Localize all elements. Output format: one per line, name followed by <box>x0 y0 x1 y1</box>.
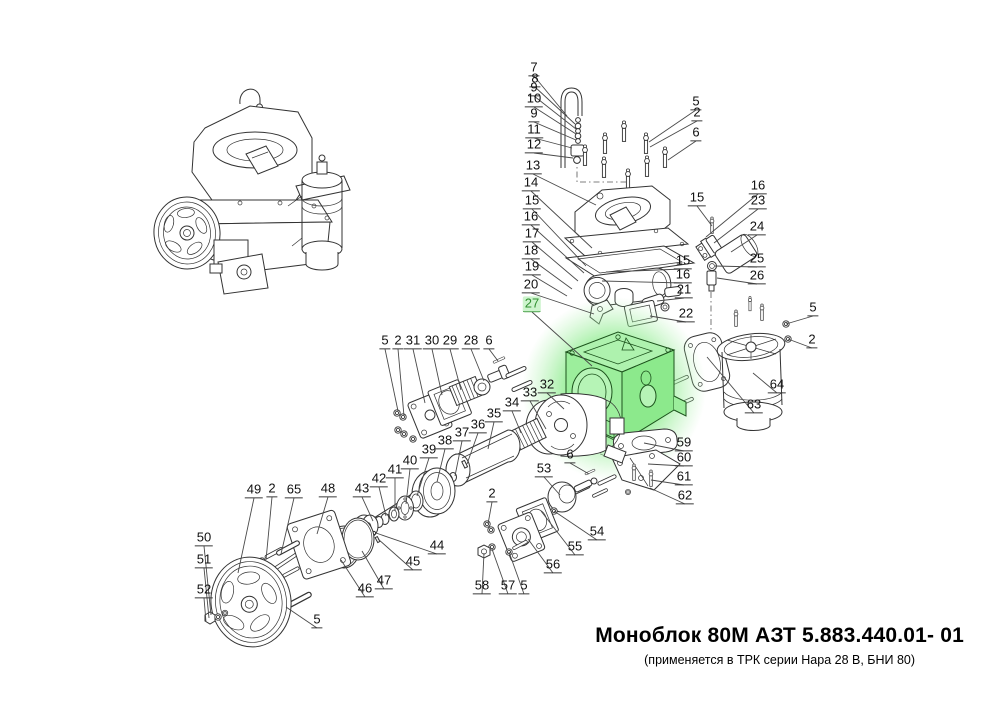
callout-2: 2 <box>806 331 818 348</box>
callout-16: 16 <box>521 208 541 225</box>
callout-14: 14 <box>521 174 541 191</box>
callout-15: 15 <box>522 192 542 209</box>
callout-5: 5 <box>690 93 702 110</box>
callout-2: 2 <box>691 104 703 121</box>
callout-54: 54 <box>587 523 607 540</box>
callout-2: 2 <box>392 332 404 349</box>
callout-40: 40 <box>400 452 420 469</box>
callout-56: 56 <box>543 556 563 573</box>
callout-42: 42 <box>369 470 389 487</box>
callout-27-highlighted[interactable]: 27 <box>522 295 542 312</box>
callout-44: 44 <box>427 537 447 554</box>
title-block: Моноблок 80М АЗТ 5.883.440.01- 01 (приме… <box>595 624 964 667</box>
callout-16: 16 <box>673 266 693 283</box>
callout-28: 28 <box>461 332 481 349</box>
callout-62: 62 <box>675 487 695 504</box>
callout-36: 36 <box>468 416 488 433</box>
callout-53: 53 <box>534 460 554 477</box>
callout-34: 34 <box>502 394 522 411</box>
callout-24: 24 <box>747 218 767 235</box>
callout-46: 46 <box>355 580 375 597</box>
drawing-title: Моноблок 80М АЗТ 5.883.440.01- 01 <box>595 624 964 647</box>
callout-64: 64 <box>767 376 787 393</box>
bypass-valve-group <box>393 356 534 443</box>
callout-15: 15 <box>687 189 707 206</box>
callout-6: 6 <box>564 446 576 463</box>
callout-33: 33 <box>520 384 540 401</box>
callout-58: 58 <box>472 577 492 594</box>
cover-gasket <box>564 245 696 278</box>
callout-2: 2 <box>266 480 278 497</box>
callout-39: 39 <box>419 441 439 458</box>
callout-52: 52 <box>194 581 214 598</box>
callout-35: 35 <box>484 405 504 422</box>
callout-2: 2 <box>486 485 498 502</box>
callout-38: 38 <box>435 432 455 449</box>
callout-6: 6 <box>483 332 495 349</box>
callout-16: 16 <box>748 177 768 194</box>
callout-5: 5 <box>518 577 530 594</box>
outlet-valve-group <box>477 468 618 562</box>
callout-21: 21 <box>674 281 694 298</box>
callout-49: 49 <box>244 481 264 498</box>
callout-22: 22 <box>676 305 696 322</box>
assembled-view <box>153 88 351 295</box>
callout-17: 17 <box>522 225 542 242</box>
callout-25: 25 <box>747 250 767 267</box>
callout-65: 65 <box>284 481 304 498</box>
callout-61: 61 <box>674 468 694 485</box>
callout-63: 63 <box>744 396 764 413</box>
callout-18: 18 <box>521 242 541 259</box>
callout-5: 5 <box>311 611 323 628</box>
callout-55: 55 <box>565 538 585 555</box>
pulley-group <box>204 556 292 648</box>
callout-32: 32 <box>537 376 557 393</box>
callout-59: 59 <box>674 434 694 451</box>
callout-13: 13 <box>523 157 543 174</box>
pipe-and-fittings <box>560 87 585 168</box>
callout-9: 9 <box>528 79 540 96</box>
callout-8: 8 <box>529 70 541 87</box>
callout-57: 57 <box>498 577 518 594</box>
drawing-subtitle: (применяется в ТРК серии Нара 28 В, БНИ … <box>644 653 916 667</box>
callout-5: 5 <box>807 299 819 316</box>
callout-50: 50 <box>194 529 214 546</box>
separator-cover <box>563 185 690 257</box>
callout-19: 19 <box>522 258 542 275</box>
callout-23: 23 <box>748 192 768 209</box>
callout-9: 9 <box>528 105 540 122</box>
callout-37: 37 <box>452 424 472 441</box>
construction-line <box>576 158 629 191</box>
callout-43: 43 <box>352 480 372 497</box>
callout-11: 11 <box>525 121 543 138</box>
callout-6: 6 <box>690 124 702 141</box>
callout-47: 47 <box>374 572 394 589</box>
callout-20: 20 <box>521 276 541 293</box>
callout-41: 41 <box>385 461 405 478</box>
callout-48: 48 <box>318 480 338 497</box>
cover-bolts <box>582 120 668 190</box>
callout-10: 10 <box>524 90 544 107</box>
callout-51: 51 <box>194 551 214 568</box>
callout-26: 26 <box>747 267 767 284</box>
callout-12: 12 <box>524 136 544 153</box>
callout-30: 30 <box>422 332 442 349</box>
callout-7: 7 <box>528 59 540 76</box>
callout-45: 45 <box>403 553 423 570</box>
callout-31: 31 <box>403 332 423 349</box>
callout-5: 5 <box>379 332 391 349</box>
callout-29: 29 <box>440 332 460 349</box>
float-chamber <box>583 267 682 307</box>
callout-15: 15 <box>673 252 693 269</box>
callout-60: 60 <box>674 449 694 466</box>
